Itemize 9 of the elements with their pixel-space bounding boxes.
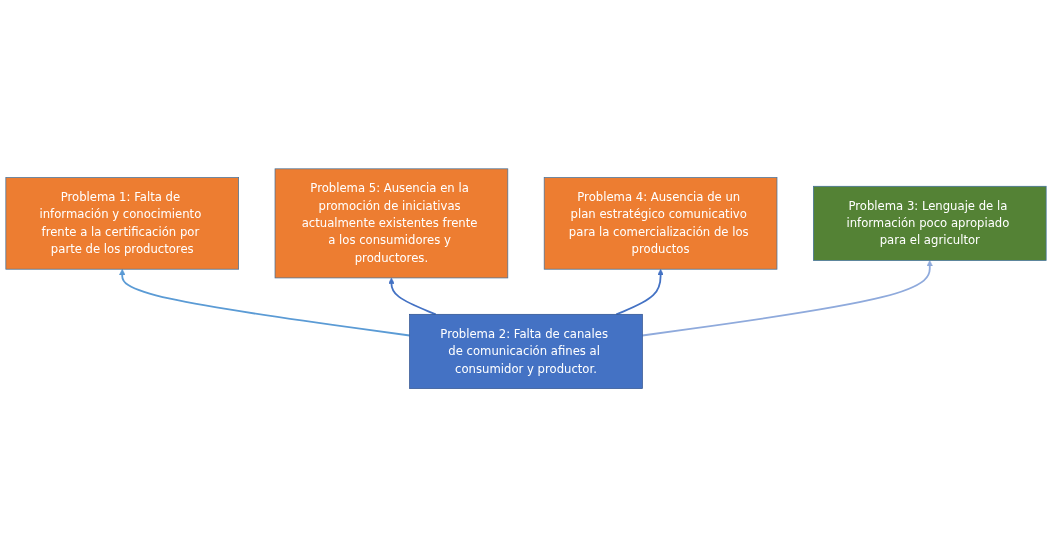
node-box: Problema 3: Lenguaje de la información poco apropiado para el agricultor [813, 185, 1047, 261]
node-box: Problema 2: Falta de canales de comunicación afines al consumidor y productor. [409, 313, 643, 389]
node-box: Problema 1: Falta de información y conocimiento frente a la certificación por parte de los productores [5, 177, 239, 270]
arrow [388, 277, 437, 316]
arrow [615, 268, 664, 316]
arrow [641, 260, 933, 337]
node-box: Problema 5: Ausencia en la promoción de iniciativas actualmente existentes frente a los consumidores y productores. [274, 168, 509, 279]
arrow [119, 268, 411, 337]
node-box: Problema 4: Ausencia de un plan estratégico comunicativo para la comercialización de los productos [543, 177, 778, 270]
